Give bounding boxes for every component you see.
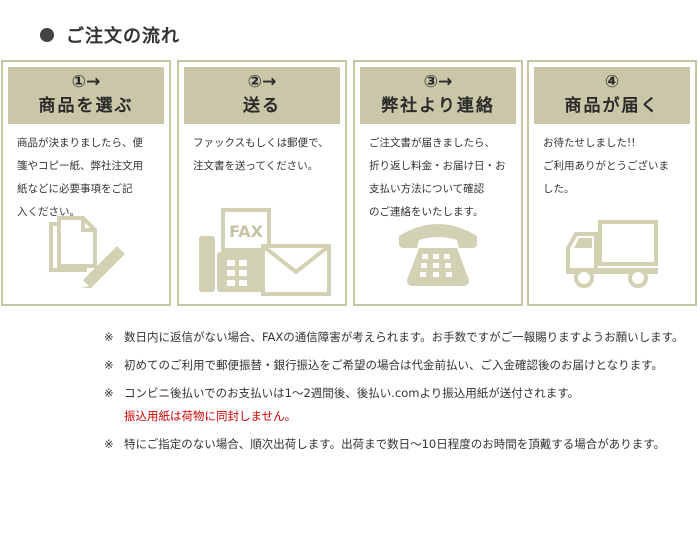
- step-description: ご注文書が届きましたら、 折り返し料金・お届け日・お 支払い方法について確認 の…: [369, 132, 515, 224]
- step-line: 入ください。: [17, 206, 80, 218]
- step-number: ①→: [71, 72, 101, 92]
- page-title: ご注文の流れ: [66, 26, 180, 47]
- note-mark: ※: [104, 330, 114, 344]
- step-line: お待たせしました!!: [543, 137, 636, 149]
- step-card-3: ③→ 弊社より連絡 ご注文書が届きましたら、 折り返し料金・お届け日・お 支払い…: [353, 60, 523, 306]
- step-header: ④ 商品が届く: [534, 67, 690, 124]
- step-header: ③→ 弊社より連絡: [360, 67, 516, 124]
- step-description: ファックスもしくは郵便で、 注文書を送ってください。: [193, 132, 339, 178]
- step-header: ①→ 商品を選ぶ: [8, 67, 164, 124]
- step-line: ご注文書が届きましたら、: [369, 137, 495, 149]
- step-line: ご利用ありがとうございま: [543, 160, 669, 172]
- step-card-1: ①→ 商品を選ぶ 商品が決まりましたら、便 箋やコピー紙、弊社注文用 紙などに必…: [1, 60, 171, 306]
- notes-list: ※ 数日内に返信がない場合、FAXの通信障害が考えられます。お手数ですがご一報賜…: [104, 326, 694, 461]
- step-line: 紙などに必要事項をご記: [17, 183, 133, 195]
- step-line: 折り返し料金・お届け日・お: [369, 160, 506, 172]
- order-steps: ①→ 商品を選ぶ 商品が決まりましたら、便 箋やコピー紙、弊社注文用 紙などに必…: [0, 60, 700, 312]
- note-text: 特にご指定のない場合、順次出荷します。出荷まで数日～10日程度のお時間を頂戴する…: [124, 437, 666, 451]
- note-mark: ※: [104, 437, 114, 451]
- step-header: ②→ 送る: [184, 67, 340, 124]
- step-line: のご連絡をいたします。: [369, 206, 484, 218]
- fax-mail-icon: FAX: [179, 206, 345, 298]
- fax-label: FAX: [229, 222, 263, 241]
- step-line: ファックスもしくは郵便で、: [193, 137, 329, 149]
- step-number: ④: [604, 72, 620, 92]
- step-name: 送る: [243, 96, 281, 116]
- note-warning: 振込用紙は荷物に同封しません。: [124, 409, 297, 423]
- step-line: した。: [543, 183, 575, 195]
- step-number: ②→: [247, 72, 277, 92]
- bullet-dot-icon: [40, 28, 54, 42]
- step-description: お待たせしました!! ご利用ありがとうございま した。: [543, 132, 689, 201]
- note-item: ※ 特にご指定のない場合、順次出荷します。出荷まで数日～10日程度のお時間を頂戴…: [104, 433, 694, 456]
- step-number: ③→: [423, 72, 453, 92]
- note-item: ※ 数日内に返信がない場合、FAXの通信障害が考えられます。お手数ですがご一報賜…: [104, 326, 694, 349]
- step-card-4: ④ 商品が届く お待たせしました!! ご利用ありがとうございま した。: [527, 60, 697, 306]
- step-line: 注文書を送ってください。: [193, 160, 319, 172]
- note-text: コンビニ後払いでのお支払いは1～2週間後、後払い.comより振込用紙が送付されま…: [124, 386, 580, 400]
- section-title: ご注文の流れ: [40, 22, 180, 48]
- step-line: 商品が決まりましたら、便: [17, 137, 143, 149]
- note-item: ※ コンビニ後払いでのお支払いは1～2週間後、後払い.comより振込用紙が送付さ…: [104, 382, 694, 428]
- note-mark: ※: [104, 358, 114, 372]
- step-name: 弊社より連絡: [381, 96, 495, 116]
- step-line: 箋やコピー紙、弊社注文用: [17, 160, 143, 172]
- step-card-2: ②→ 送る ファックスもしくは郵便で、 注文書を送ってください。 FAX: [177, 60, 347, 306]
- telephone-icon: [355, 214, 521, 288]
- note-mark: ※: [104, 386, 114, 400]
- step-description: 商品が決まりましたら、便 箋やコピー紙、弊社注文用 紙などに必要事項をご記 入く…: [17, 132, 163, 224]
- truck-icon: [529, 214, 695, 288]
- note-item: ※ 初めてのご利用で郵便振替・銀行振込をご希望の場合は代金前払い、ご入金確認後の…: [104, 354, 694, 377]
- note-text: 数日内に返信がない場合、FAXの通信障害が考えられます。お手数ですがご一報賜りま…: [124, 330, 684, 344]
- step-name: 商品を選ぶ: [38, 96, 134, 116]
- step-name: 商品が届く: [564, 96, 660, 116]
- document-pen-icon: [3, 214, 169, 288]
- step-line: 支払い方法について確認: [369, 183, 485, 195]
- note-text: 初めてのご利用で郵便振替・銀行振込をご希望の場合は代金前払い、ご入金確認後のお届…: [124, 358, 663, 372]
